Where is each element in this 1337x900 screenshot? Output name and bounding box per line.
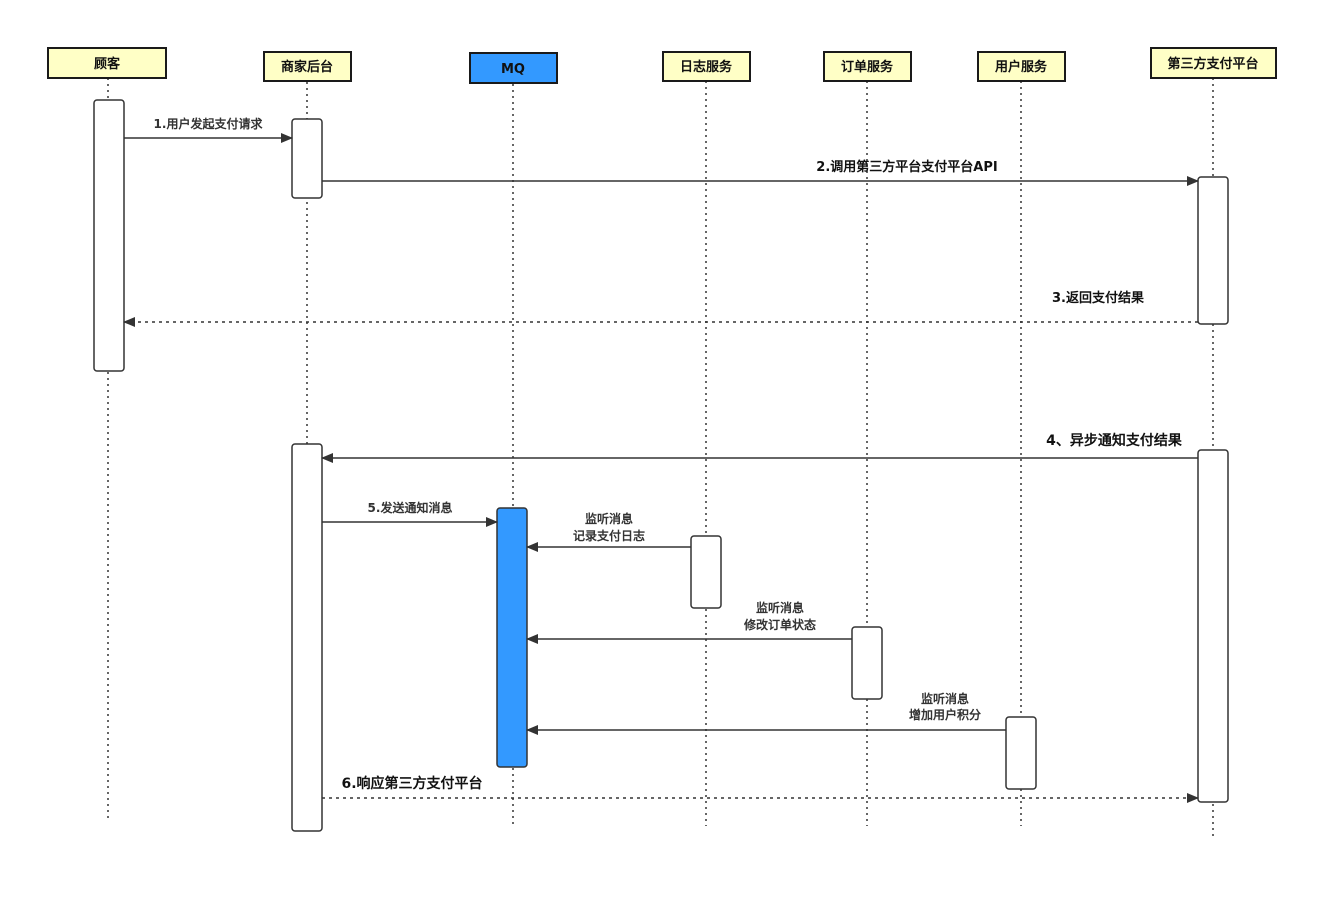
participant-user: 用户服务: [977, 51, 1066, 82]
participant-box: [977, 51, 1066, 82]
message-label: 4、异步通知支付结果: [1046, 432, 1183, 449]
participant-label: 用户服务: [994, 59, 1048, 75]
message-label: 1.用户发起支付请求: [154, 116, 264, 131]
activation-user: [1005, 716, 1037, 790]
activation-mq: [496, 507, 528, 768]
message-5: 5.发送通知消息: [322, 500, 498, 527]
participant-merchant: 商家后台: [263, 51, 352, 82]
message-label-line2: 修改订单状态: [743, 617, 816, 632]
message-1: 1.用户发起支付请求: [124, 116, 293, 143]
activation-merchant-2: [291, 443, 323, 832]
activation-customer: [93, 99, 125, 372]
participant-label: 第三方支付平台: [1167, 56, 1258, 72]
activation-thirdparty-2: [1197, 449, 1229, 803]
message-8: 监听消息 增加用户积分: [526, 691, 1006, 735]
participant-thirdparty: 第三方支付平台: [1150, 47, 1277, 79]
message-label: 3.返回支付结果: [1052, 290, 1144, 306]
message-label-line1: 监听消息: [756, 600, 804, 615]
lifelines: [107, 78, 1214, 836]
participant-box: [469, 52, 558, 84]
participant-box: [1150, 47, 1277, 79]
participant-box: [263, 51, 352, 82]
message-label: 2.调用第三方平台支付平台API: [816, 159, 997, 175]
participant-label: 顾客: [94, 56, 121, 72]
participant-box: [662, 51, 751, 82]
message-label-line1: 监听消息: [585, 511, 633, 526]
participant-order: 订单服务: [823, 51, 912, 82]
message-label-line2: 记录支付日志: [573, 528, 645, 543]
message-2: 2.调用第三方平台支付平台API: [322, 159, 1199, 186]
participant-label: 商家后台: [281, 59, 333, 75]
participant-box: [823, 51, 912, 82]
participant-label: 日志服务: [680, 59, 733, 75]
participant-label: MQ: [501, 62, 525, 77]
message-label: 5.发送通知消息: [368, 500, 453, 515]
activations: [93, 99, 1229, 832]
message-label-line1: 监听消息: [921, 691, 969, 706]
message-label: 6.响应第三方支付平台: [341, 775, 482, 792]
activation-thirdparty-1: [1197, 176, 1229, 325]
participant-box: [47, 47, 167, 79]
message-9: 6.响应第三方支付平台: [322, 775, 1199, 803]
message-4: 4、异步通知支付结果: [321, 432, 1198, 463]
message-7: 监听消息 修改订单状态: [526, 600, 852, 644]
message-3: 3.返回支付结果: [123, 290, 1198, 327]
activation-merchant-1: [291, 118, 323, 199]
message-label-line2: 增加用户积分: [909, 707, 981, 722]
participant-customer: 顾客: [47, 47, 167, 79]
activation-log: [690, 535, 722, 609]
participant-log: 日志服务: [662, 51, 751, 82]
activation-order: [851, 626, 883, 700]
participant-mq: MQ: [469, 52, 558, 84]
participant-label: 订单服务: [841, 59, 894, 75]
message-6: 监听消息 记录支付日志: [526, 511, 691, 552]
